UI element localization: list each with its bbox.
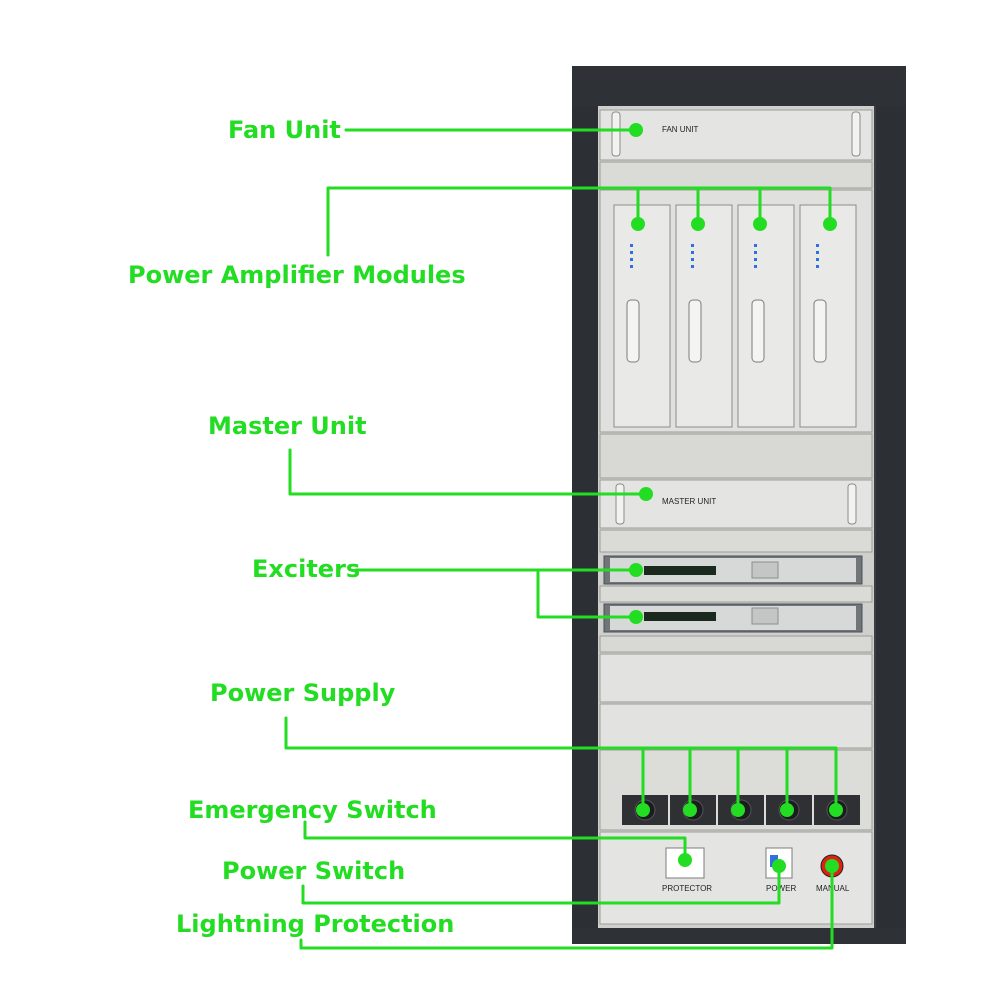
- master-unit-handle-right: [847, 483, 857, 525]
- fan-unit-handle-right: [851, 111, 861, 157]
- dot-lightning-protection: [825, 859, 839, 873]
- pa-module-3-status-led: [754, 251, 757, 254]
- pa-module-4-status-led: [816, 258, 819, 261]
- pa-module-2-status-led: [691, 265, 694, 268]
- power-breaker-toggle: [770, 855, 778, 867]
- leader-emergency-switch: [303, 820, 687, 862]
- rack-right-post: [876, 66, 906, 944]
- leader-power-switch: [301, 864, 781, 905]
- dot-power-supply-2: [683, 803, 697, 817]
- power-supply-shelf: [599, 749, 873, 831]
- pa-module-2-status-led: [691, 244, 694, 247]
- pa-module-3-status-led: [754, 258, 757, 261]
- fan-unit-panel-label: FAN UNIT: [662, 125, 699, 134]
- leader-exciters: [354, 568, 638, 619]
- dot-master-unit: [639, 487, 653, 501]
- master-unit-panel: MASTER UNIT: [599, 479, 873, 529]
- callout-power-switch: Power Switch: [222, 857, 405, 885]
- callout-power-amplifier-modules: Power Amplifier Modules: [128, 261, 466, 289]
- callout-fan-unit: Fan Unit: [228, 116, 341, 144]
- exciter-2-keypad: [751, 607, 779, 625]
- pa-module-1-status-led: [630, 251, 633, 254]
- pa-module-3-status-led: [754, 244, 757, 247]
- dot-power-supply-1: [636, 803, 650, 817]
- pa-module-4-status-led: [816, 265, 819, 268]
- dot-power-supply-3: [731, 803, 745, 817]
- blank-plate-4: [599, 585, 873, 603]
- pa-module-1-status-led: [630, 265, 633, 268]
- pa-module-4-handle: [813, 299, 827, 363]
- dot-emergency-switch: [678, 853, 692, 867]
- callout-leaders: [284, 128, 838, 950]
- dot-power-supply-5: [829, 803, 843, 817]
- protector-label: PROTECTOR: [662, 884, 712, 893]
- callout-master-unit: Master Unit: [208, 412, 367, 440]
- rack-top-cap: [572, 66, 906, 106]
- exciter-2-display: [644, 612, 716, 621]
- dot-pa-module-4: [823, 217, 837, 231]
- pa-module-bay: [599, 189, 873, 433]
- dot-pa-module-2: [691, 217, 705, 231]
- callout-power-supply: Power Supply: [210, 679, 396, 707]
- fan-unit-handle-left: [611, 111, 621, 157]
- pa-module-4-status-led: [816, 251, 819, 254]
- rack-bottom-cap: [572, 928, 906, 944]
- callout-dots: [629, 123, 843, 873]
- blank-plate-3: [599, 529, 873, 553]
- fan-unit-panel: FAN UNIT: [599, 109, 873, 161]
- pa-module-4-status-led: [816, 244, 819, 247]
- callout-emergency-switch: Emergency Switch: [188, 796, 437, 824]
- blank-plate-1: [599, 161, 873, 189]
- callout-labels: Fan Unit Power Amplifier Modules Master …: [128, 116, 466, 938]
- callout-lightning-protection: Lightning Protection: [176, 910, 454, 938]
- pa-module-1-status-led: [630, 258, 633, 261]
- blank-plate-2: [599, 433, 873, 479]
- exciter-1-display: [644, 566, 716, 575]
- master-unit-handle-left: [615, 483, 625, 525]
- callout-exciters: Exciters: [252, 555, 360, 583]
- pa-module-4: [799, 204, 857, 428]
- exciter-1-keypad: [751, 561, 779, 579]
- blank-plate-7: [599, 703, 873, 749]
- leader-power-amplifier-modules: [326, 186, 832, 257]
- power-label: POWER: [766, 884, 796, 893]
- leader-power-supply: [284, 716, 838, 812]
- pa-module-1-handle: [626, 299, 640, 363]
- pa-module-1: [613, 204, 671, 428]
- pa-module-3-status-led: [754, 265, 757, 268]
- dot-power-switch: [772, 859, 786, 873]
- leader-lightning-protection: [299, 864, 834, 950]
- pa-module-2-handle: [688, 299, 702, 363]
- dot-pa-module-3: [753, 217, 767, 231]
- pa-module-1-status-led: [630, 244, 633, 247]
- blank-plate-6: [599, 653, 873, 703]
- dot-exciter-2: [629, 610, 643, 624]
- master-unit-panel-label: MASTER UNIT: [662, 497, 716, 506]
- pa-module-2-status-led: [691, 258, 694, 261]
- pa-module-2-status-led: [691, 251, 694, 254]
- pa-module-3-handle: [751, 299, 765, 363]
- pa-module-3: [737, 204, 795, 428]
- dot-pa-module-1: [631, 217, 645, 231]
- dot-fan-unit: [629, 123, 643, 137]
- dot-power-supply-4: [780, 803, 794, 817]
- exciter-2: [603, 603, 863, 633]
- exciter-1: [603, 555, 863, 585]
- leader-master-unit: [288, 448, 648, 496]
- pa-module-2: [675, 204, 733, 428]
- blank-plate-5: [599, 635, 873, 653]
- rack-left-post: [572, 66, 598, 944]
- dot-exciter-1: [629, 563, 643, 577]
